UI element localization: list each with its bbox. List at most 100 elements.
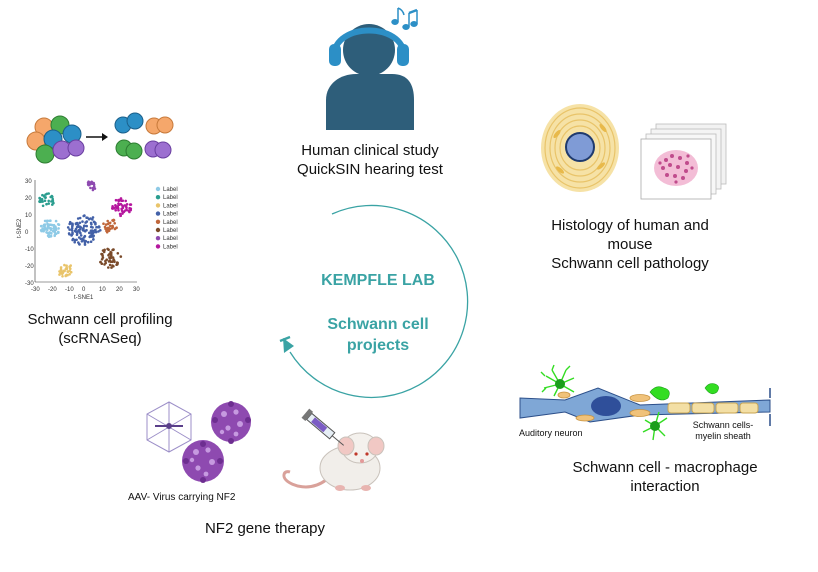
tsne-point (87, 183, 91, 187)
tsne-point (65, 264, 68, 268)
tsne-point (89, 234, 92, 238)
tsne-point (116, 261, 119, 265)
tsne-point (87, 217, 91, 221)
tsne-point (110, 254, 113, 257)
legend-swatch (155, 195, 161, 200)
tsne-point (48, 219, 52, 223)
tsne-point (57, 231, 60, 235)
center-title: KEMPFLE LAB (321, 272, 435, 289)
tsne-point (45, 192, 49, 196)
histology-label-2: mouse (607, 236, 653, 253)
tsne-point (104, 227, 107, 231)
legend-label: Label (163, 220, 178, 226)
tsne-point (78, 221, 82, 225)
tsne-point (124, 199, 127, 203)
tsne-point (101, 256, 105, 259)
tsne-point (70, 228, 74, 232)
tsne-point (102, 222, 105, 225)
tsne-point (50, 200, 53, 203)
tsne-point (46, 219, 50, 223)
tsne-point (70, 222, 73, 225)
tsne-point (79, 231, 82, 235)
tsne-point (108, 256, 111, 260)
legend-swatch (155, 236, 161, 241)
tsne-point (47, 202, 50, 205)
tsne-point (46, 228, 49, 231)
tsne-point (71, 237, 75, 241)
legend-swatch (155, 227, 161, 233)
tsne-point (52, 223, 56, 227)
legend-swatch (155, 244, 161, 249)
tsne-point (99, 260, 102, 264)
profiling-label-1: Schwann cell profiling (27, 311, 173, 328)
tsne-point (125, 203, 129, 206)
tsne-point (113, 222, 116, 225)
tsne-point (114, 198, 118, 202)
tsne-point (68, 228, 71, 231)
schwann-cells-label-1: Schwann cells- (692, 420, 754, 430)
tsne-point (78, 225, 81, 228)
tsne-point (106, 229, 109, 232)
tsne-point (40, 198, 44, 202)
tsne-point (43, 219, 47, 223)
tsne-point (111, 264, 114, 267)
tsne-point (92, 220, 96, 224)
tsne-point (91, 181, 94, 185)
tsne-point (83, 243, 87, 246)
tsne-point (107, 226, 110, 230)
tsne-point (47, 235, 51, 239)
tsne-point (61, 275, 64, 278)
tsne-point (58, 270, 61, 273)
tsne-ylabel: t-SNE2 (17, 218, 23, 238)
histology-label-3: Schwann cell pathology (551, 255, 709, 272)
tsne-point (42, 223, 46, 227)
tsne-point (111, 248, 114, 252)
tsne-point (54, 232, 58, 235)
tsne-point (112, 218, 116, 222)
tsne-point (111, 205, 114, 208)
tsne-xtick: 20 (116, 287, 123, 293)
tsne-point (38, 196, 41, 200)
tsne-ytick: 0 (25, 230, 29, 236)
tsne-point (81, 220, 84, 223)
tsne-xlabel: t-SNE1 (74, 295, 94, 301)
clinical-label-1: Human clinical study (301, 142, 439, 159)
legend-label: Label (163, 187, 178, 193)
tsne-point (64, 267, 68, 271)
tsne-point (46, 224, 50, 228)
tsne-point (77, 241, 80, 244)
tsne-point (89, 186, 92, 190)
tsne-ytick: -20 (25, 264, 34, 270)
tsne-point (83, 234, 87, 238)
tsne-point (99, 229, 102, 232)
tsne-xtick: 30 (133, 287, 140, 293)
tsne-point (45, 202, 48, 206)
tsne-point (48, 226, 52, 230)
tsne-point (89, 229, 93, 232)
tsne-xtick: -10 (65, 287, 74, 293)
tsne-point (91, 186, 95, 190)
tsne-point (129, 203, 133, 206)
tsne-point (70, 226, 74, 230)
tsne-point (89, 221, 93, 225)
tsne-point (54, 219, 58, 223)
tsne-point (57, 227, 60, 230)
tsne-point (91, 216, 95, 219)
tsne-point (51, 203, 54, 206)
macrophage-label-2: interaction (630, 478, 700, 495)
legend-label: Label (163, 236, 178, 242)
tsne-point (91, 226, 94, 229)
tsne-point (92, 238, 95, 241)
legend-swatch (155, 219, 161, 224)
tsne-point (106, 222, 110, 226)
tsne-point (121, 205, 125, 209)
tsne-point (69, 270, 73, 274)
tsne-point (111, 256, 115, 259)
tsne-point (107, 248, 110, 251)
